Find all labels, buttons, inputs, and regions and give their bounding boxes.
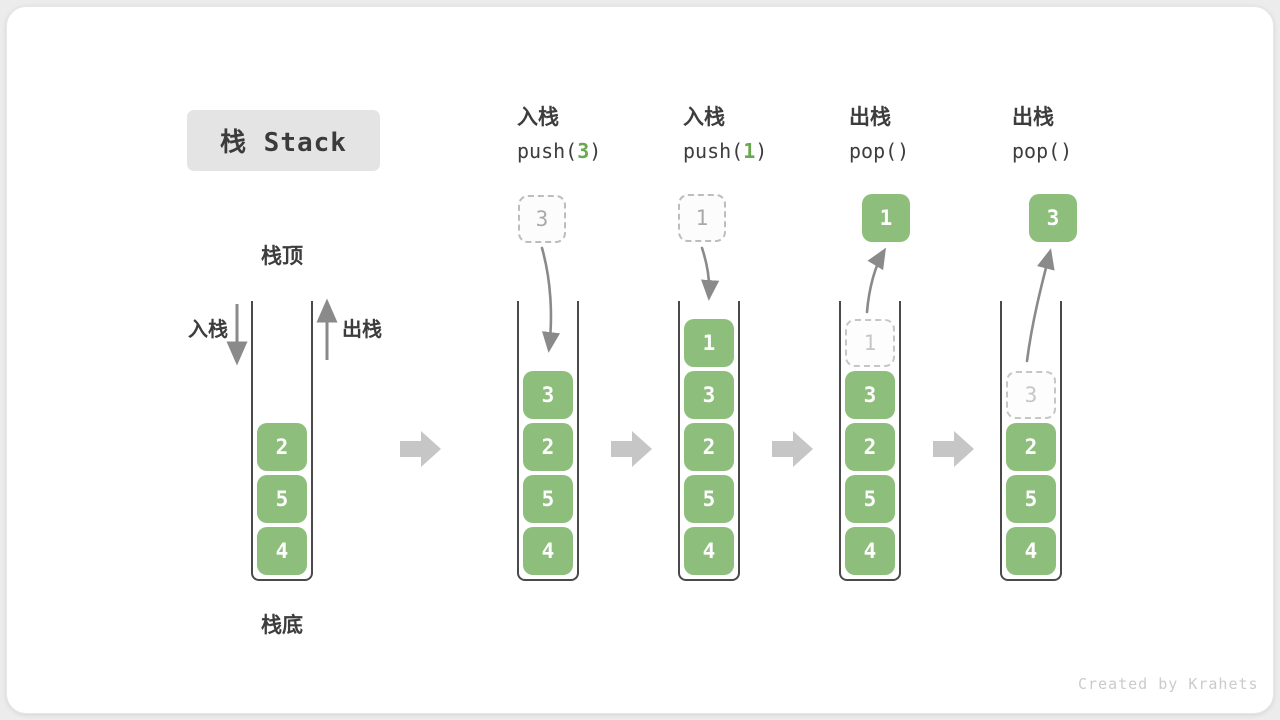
stack-well: 3 2 5 4 [1002, 301, 1060, 579]
stack-item: 5 [1006, 475, 1056, 523]
stack-item: 2 [1006, 423, 1056, 471]
op-code-label: pop() [1012, 141, 1162, 161]
stack-top-label: 栈顶 [261, 244, 303, 268]
code-text: pop() [849, 139, 910, 163]
op-label-pop-2: 出栈 pop() [1012, 105, 1162, 162]
stack-item-ghost: 1 [845, 319, 895, 367]
op-label-push-1: 入栈 push(1) [683, 105, 833, 162]
diagram-title: 栈 Stack [187, 110, 380, 171]
stack-container-after-push-1: 1 3 2 5 4 [678, 301, 740, 581]
op-label-push-3: 入栈 push(3) [517, 105, 667, 162]
code-text: pop() [1012, 139, 1073, 163]
pending-push-value-box: 3 [518, 195, 566, 243]
stack-item: 2 [523, 423, 573, 471]
stack-item-ghost: 3 [1006, 371, 1056, 419]
stack-well: 2 5 4 [253, 301, 311, 579]
stack-bottom-label: 栈底 [261, 613, 303, 637]
stack-item: 5 [845, 475, 895, 523]
op-action-label: 入栈 [517, 105, 559, 129]
op-label-pop-1: 出栈 pop() [849, 105, 999, 162]
op-action-label: 出栈 [849, 105, 891, 129]
stack-well: 1 3 2 5 4 [680, 301, 738, 579]
op-code-label: pop() [849, 141, 999, 161]
op-action-label: 出栈 [1012, 105, 1054, 129]
code-text: ) [755, 139, 768, 163]
stack-well: 1 3 2 5 4 [841, 301, 899, 579]
code-arg: 3 [577, 139, 590, 163]
stack-container-initial: 2 5 4 [251, 301, 313, 581]
stack-item: 5 [523, 475, 573, 523]
code-text: push( [517, 139, 578, 163]
stack-item: 5 [684, 475, 734, 523]
stack-item: 3 [845, 371, 895, 419]
stack-item: 3 [684, 371, 734, 419]
stack-container-after-push-3: 3 2 5 4 [517, 301, 579, 581]
popped-value-box: 1 [862, 194, 910, 242]
stack-item: 4 [523, 527, 573, 575]
stack-container-after-pop-3: 3 2 5 4 [1000, 301, 1062, 581]
code-text: push( [683, 139, 744, 163]
stack-item: 4 [684, 527, 734, 575]
push-side-label: 入栈 [188, 317, 228, 341]
stack-item: 4 [845, 527, 895, 575]
stack-container-after-pop-1: 1 3 2 5 4 [839, 301, 901, 581]
stack-item: 3 [523, 371, 573, 419]
stack-item: 4 [1006, 527, 1056, 575]
stack-item: 2 [845, 423, 895, 471]
op-code-label: push(3) [517, 141, 667, 161]
code-text: ) [589, 139, 602, 163]
popped-value-box: 3 [1029, 194, 1077, 242]
stack-well: 3 2 5 4 [519, 301, 577, 579]
stack-item: 5 [257, 475, 307, 523]
stack-item: 2 [684, 423, 734, 471]
op-action-label: 入栈 [683, 105, 725, 129]
stack-item: 4 [257, 527, 307, 575]
code-arg: 1 [743, 139, 756, 163]
stack-item: 2 [257, 423, 307, 471]
pop-side-label: 出栈 [342, 317, 382, 341]
pending-push-value-box: 1 [678, 194, 726, 242]
credit-text: Created by Krahets [1078, 675, 1259, 693]
op-code-label: push(1) [683, 141, 833, 161]
stack-item: 1 [684, 319, 734, 367]
